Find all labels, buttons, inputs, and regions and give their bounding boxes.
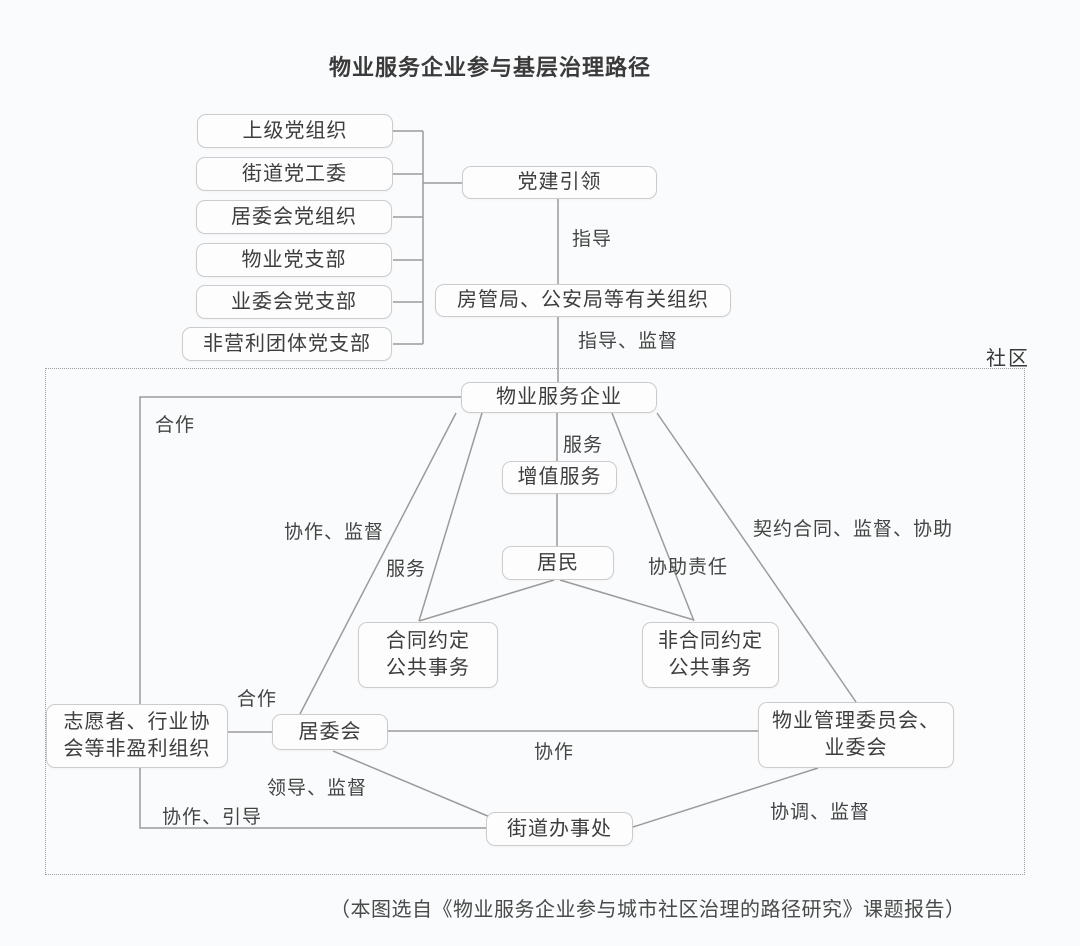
- edge-label-collaborate-guide: 协作、引导: [162, 807, 263, 828]
- central-chain-lines: [556, 199, 559, 546]
- edge-label-contract-supervise-assist: 契约合同、监督、协助: [753, 519, 954, 540]
- edge-label-cooperate-top: 合作: [155, 415, 196, 436]
- edge-label-coordinate-supervise: 协调、监督: [770, 802, 871, 823]
- node-owners-party-branch: 业委会党支部: [196, 285, 392, 319]
- page-title: 物业服务企业参与基层治理路径: [328, 55, 651, 80]
- community-boundary: [45, 368, 1025, 875]
- node-residents-committee: 居委会: [272, 714, 388, 750]
- node-street-party-committee: 街道党工委: [196, 157, 393, 191]
- node-residents: 居民: [502, 546, 614, 580]
- edge-label-serve-center: 服务: [563, 435, 604, 456]
- edge-label-collaborate-supervise: 协作、监督: [284, 522, 385, 543]
- bottom-connection-lines: [228, 730, 819, 828]
- node-property-service-company: 物业服务企业: [461, 382, 657, 413]
- node-volunteer-nonprofit-orgs: 志愿者、行业协 会等非盈利组织: [46, 704, 228, 768]
- node-property-mgmt-owners-committee: 物业管理委员会、 业委会: [758, 702, 954, 768]
- edge-label-collaborate: 协作: [534, 742, 575, 763]
- edge-label-assist-responsibility: 协助责任: [648, 557, 729, 578]
- party-bus-lines: [393, 130, 462, 345]
- edge-label-lead-supervise: 领导、监督: [267, 778, 368, 799]
- node-party-building-lead: 党建引领: [462, 166, 657, 199]
- node-value-added-services: 增值服务: [502, 461, 617, 494]
- residents-v-lines: [418, 579, 695, 622]
- community-label: 社区: [986, 348, 1030, 370]
- edge-label-guide-supervise: 指导、监督: [578, 331, 679, 352]
- node-superior-party-org: 上级党组织: [197, 114, 393, 148]
- node-contract-public-affairs: 合同约定 公共事务: [358, 622, 498, 688]
- node-nonprofit-party-branch: 非营利团体党支部: [182, 327, 392, 361]
- node-gov-related-orgs: 房管局、公安局等有关组织: [435, 284, 731, 317]
- edge-label-serve-diagonal: 服务: [386, 559, 427, 580]
- edge-label-guide: 指导: [572, 229, 613, 250]
- edge-label-cooperate-mid: 合作: [237, 689, 278, 710]
- source-caption: （本图选自《物业服务企业参与城市社区治理的路径研究》课题报告）: [330, 897, 966, 921]
- node-neighborhood-party-org: 居委会党组织: [196, 200, 392, 234]
- node-street-office: 街道办事处: [486, 812, 633, 846]
- company-radial-lines: [299, 412, 857, 715]
- node-noncontract-public-affairs: 非合同约定 公共事务: [642, 622, 779, 688]
- cooperation-path-lines: [139, 396, 486, 829]
- node-property-party-branch: 物业党支部: [196, 243, 392, 277]
